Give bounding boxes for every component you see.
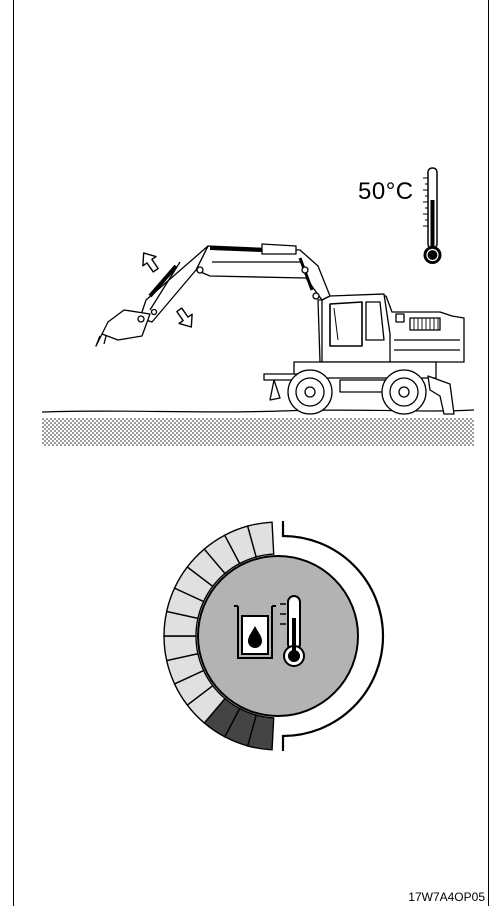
temperature-reading: 50°C: [358, 178, 414, 205]
hydraulic-oil-temperature-icon: [234, 595, 305, 667]
page-frame: [13, 0, 489, 906]
oil-temperature-gauge: [163, 521, 385, 751]
figure-code: 17W7A4OP05: [408, 890, 485, 904]
thermometer-icon: [423, 167, 442, 264]
gauge-center-disc: [197, 555, 359, 717]
arrow-down-icon: [176, 307, 193, 328]
gauge-segment-light: [246, 521, 275, 558]
gauge-bracket: [281, 521, 385, 751]
wheel-excavator-icon: [95, 243, 465, 415]
gauge-segments: [163, 521, 275, 751]
ground: [41, 409, 475, 446]
arrow-up-icon: [142, 252, 159, 273]
